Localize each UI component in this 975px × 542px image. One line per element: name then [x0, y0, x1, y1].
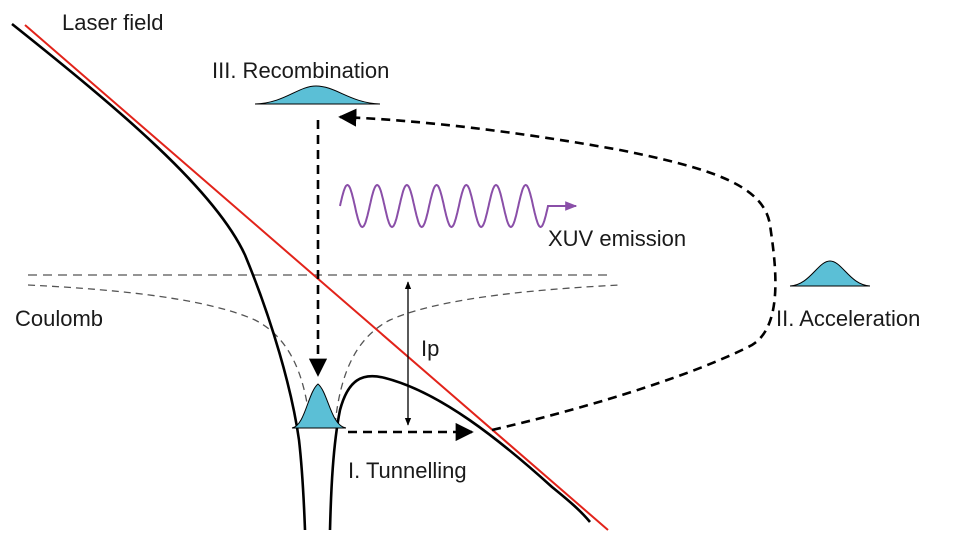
laser-field-label: Laser field	[62, 10, 164, 35]
ip-label: Ip	[421, 336, 439, 361]
recombination-wavepacket	[254, 85, 381, 105]
combined-potential-right	[328, 374, 591, 531]
tunnelling-label: I. Tunnelling	[348, 458, 467, 483]
coulomb-label: Coulomb	[15, 306, 103, 331]
coulomb-potential-curve	[27, 284, 621, 426]
acceleration-wavepacket	[789, 260, 871, 287]
recombination-label: III. Recombination	[212, 58, 389, 83]
electron-trajectory	[338, 108, 777, 432]
laser-field-line	[24, 24, 609, 531]
xuv-wave	[339, 183, 578, 229]
acceleration-label: II. Acceleration	[776, 306, 920, 331]
ground-state-wavepacket	[291, 383, 347, 429]
combined-potential-left	[11, 22, 307, 531]
xuv-emission-label: XUV emission	[548, 226, 686, 251]
